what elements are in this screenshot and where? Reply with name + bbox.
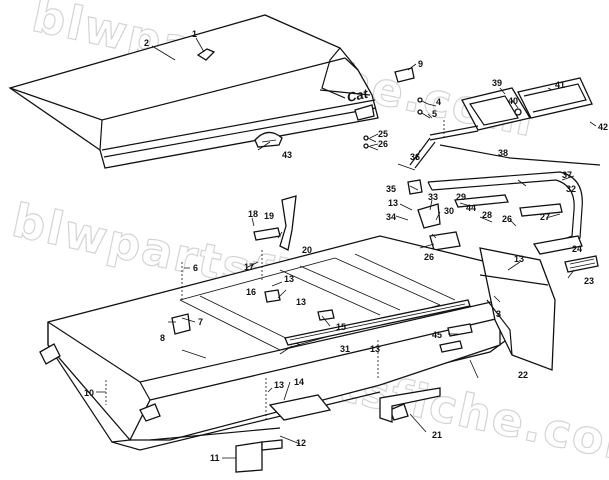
callout-10: 10 [84,388,94,398]
bracket-11 [235,441,263,473]
bracket-35 [407,179,423,195]
callout-26: 26 [502,214,512,224]
callout-13: 13 [284,274,294,284]
slide-rail [284,299,471,346]
callout-15: 15 [336,322,346,332]
callout-34: 34 [386,212,396,222]
seat-assembly: Cat [8,14,379,169]
taillight-assembly [409,77,601,169]
callout-30: 30 [444,206,454,216]
callout-labels: 1 2 3 4 5 6 7 8 9 10 11 12 13 14 15 16 1… [84,29,608,463]
seat-emblem [196,48,216,61]
bracket-45 [447,323,473,337]
seat-logo: Cat [346,86,370,105]
callout-36: 36 [410,152,420,162]
callout-39: 39 [492,78,502,88]
callout-18: 18 [248,209,258,219]
callout-9: 9 [418,59,423,69]
rear-bumper [427,171,583,255]
callout-13: 13 [370,344,380,354]
callout-29: 29 [456,192,466,202]
callout-1: 1 [192,29,197,39]
bracket-19 [253,227,281,241]
callout-28: 28 [482,210,492,220]
callout-43: 43 [282,150,292,160]
callout-16: 16 [246,287,256,297]
bracket-15 [317,309,335,321]
upright-bracket [279,195,297,251]
callout-4: 4 [436,97,441,107]
callout-25: 25 [378,129,388,139]
callout-13: 13 [388,198,398,208]
callout-26: 26 [378,139,388,149]
callout-17: 17 [244,262,254,272]
callout-42: 42 [598,122,608,132]
callout-23: 23 [584,276,594,286]
callout-44: 44 [466,203,476,213]
bracket-16 [264,289,281,303]
callout-13: 13 [296,297,306,307]
flap-strip [564,255,599,273]
callout-45: 45 [432,330,442,340]
leader-lines [96,37,597,459]
hitch-bracket [429,231,461,251]
callout-7: 7 [198,317,203,327]
callout-12: 12 [296,438,306,448]
callout-13: 13 [514,254,524,264]
callout-24: 24 [572,244,582,254]
callout-6: 6 [193,263,198,273]
callout-37: 37 [562,170,572,180]
tunnel-assembly [39,235,556,451]
bracket-21 [379,387,441,423]
bracket-7 [171,313,191,335]
bumper-bracket [417,203,441,229]
callout-31: 31 [340,344,350,354]
callout-26: 26 [424,252,434,262]
seat-bracket [354,104,375,121]
callout-32: 32 [566,184,576,194]
callout-20: 20 [302,245,312,255]
callout-38: 38 [498,148,508,158]
callout-40: 40 [508,96,518,106]
callout-19: 19 [264,211,274,221]
callout-13: 13 [274,380,284,390]
tunnel-panel [268,394,332,421]
seat-hinge [394,67,415,83]
callout-41: 41 [555,80,565,90]
callout-33: 33 [428,192,438,202]
callout-5: 5 [432,109,437,119]
callout-22: 22 [518,370,528,380]
callout-21: 21 [432,430,442,440]
callout-27: 27 [540,212,550,222]
callout-11: 11 [210,453,220,463]
callout-2: 2 [144,38,149,48]
callout-8: 8 [160,333,165,343]
callout-14: 14 [294,377,304,387]
seat-latch [254,131,283,148]
callout-35: 35 [386,184,396,194]
callout-3: 3 [496,309,501,319]
